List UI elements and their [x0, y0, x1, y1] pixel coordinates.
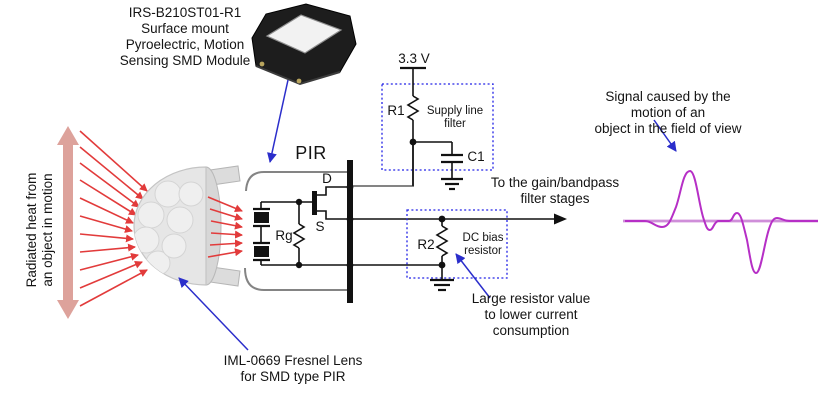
c1-label: C1	[467, 149, 485, 164]
dc-bias-box	[406, 209, 508, 279]
rg-label: Rg	[275, 228, 293, 243]
circuit-wires	[261, 142, 567, 303]
gain-filter-note: To the gain/bandpass filter stages	[490, 175, 620, 206]
r1-label: R1	[387, 103, 405, 118]
heat-rays-in	[79, 130, 148, 307]
large-resistor-note: Large resistor value to lower current co…	[471, 291, 591, 338]
module-caption: IRS-B210ST01-R1 Surface mount Pyroelectr…	[119, 5, 251, 68]
bus-bar	[347, 160, 353, 303]
lens-facets	[134, 180, 204, 276]
signal-pointer-arrow	[653, 119, 677, 152]
fresnel-lens	[133, 165, 241, 287]
pyro-elements	[253, 201, 312, 265]
supply-voltage-label: 3.3 V	[398, 51, 430, 66]
source-label: S	[315, 219, 325, 234]
pir-label: PIR	[295, 143, 327, 163]
resistor-pointer-arrow	[455, 253, 491, 299]
rg-resistor	[292, 202, 306, 265]
output-arrowhead	[554, 213, 567, 225]
fresnel-lens-caption: IML-0669 Fresnel Lens for SMD type PIR	[223, 353, 363, 384]
signal-annotation: Signal caused by the motion of an object…	[594, 89, 742, 136]
r2-label: R2	[417, 237, 435, 252]
smd-module-photo	[251, 3, 357, 86]
supply-filter-note: Supply line filter	[426, 105, 484, 131]
heat-rays-out	[207, 196, 243, 258]
drain-label: D	[322, 171, 332, 186]
supply-filter-box	[381, 83, 494, 171]
annotation-arrows	[178, 79, 677, 351]
ground-symbol-r2	[430, 278, 454, 292]
pir-envelope	[244, 171, 353, 291]
signal-waveform	[623, 169, 818, 275]
ground-symbol-c1	[441, 177, 463, 191]
radiated-heat-label: Radiated heat from an object in motion	[24, 172, 55, 288]
module-pointer-arrow	[267, 79, 289, 163]
dc-bias-note: DC bias resistor	[462, 232, 504, 258]
supply-line-filter	[381, 66, 494, 191]
r1-resistor	[406, 95, 420, 121]
c1-capacitor	[441, 142, 463, 178]
heat-beam-arrow	[57, 126, 79, 319]
r2-resistor	[435, 219, 449, 279]
jfet-transistor	[312, 186, 347, 220]
junction-dots	[295, 138, 446, 269]
lens-pointer-arrow	[178, 277, 249, 351]
